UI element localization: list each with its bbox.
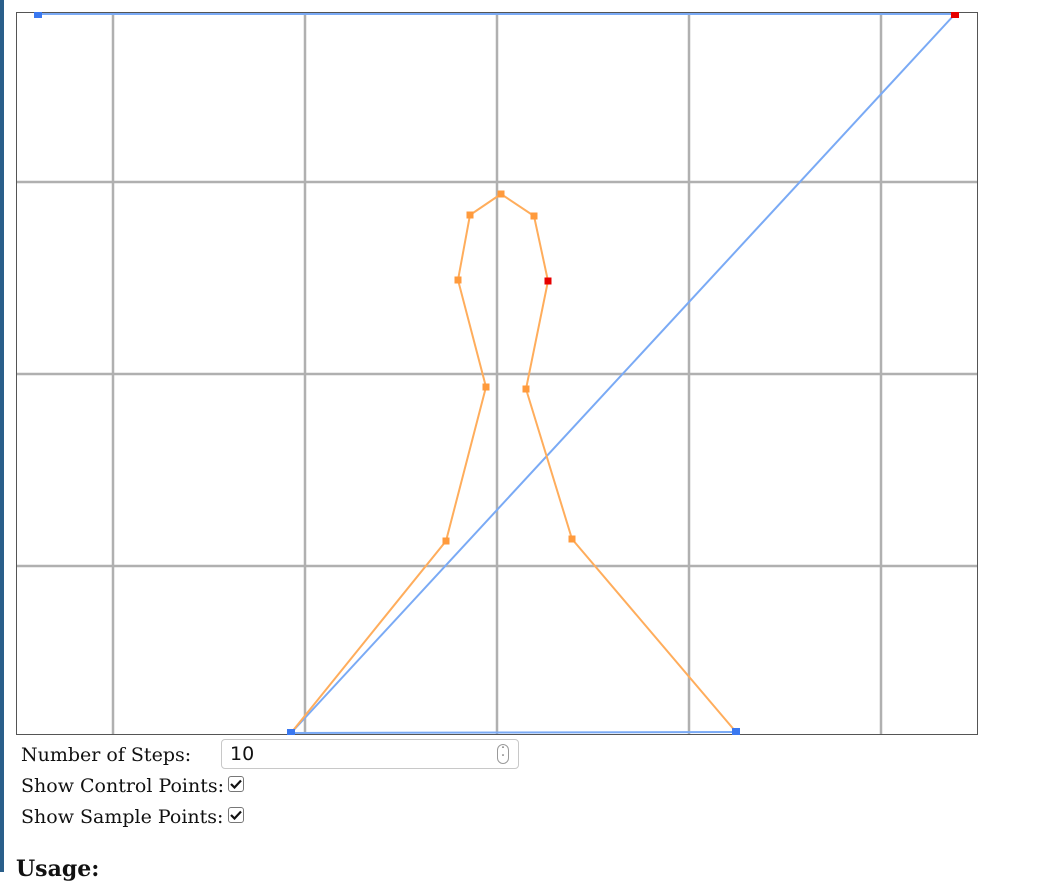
bezier-canvas[interactable] [16,12,978,735]
sample-point[interactable] [442,537,450,545]
selected-sample-point[interactable] [544,277,552,285]
steps-row: Number of Steps: 10 ˄ ˅ [21,739,621,770]
spinner-down-icon[interactable]: ˅ [501,754,505,762]
controls-panel: Number of Steps: 10 ˄ ˅ Show Control Poi… [21,739,621,832]
page-accent-bar [0,0,4,872]
show-sample-checkbox[interactable] [228,807,244,823]
checkmark-icon [230,779,242,789]
show-control-row: Show Control Points: [21,770,621,801]
checkmark-icon [230,810,242,820]
show-sample-row: Show Sample Points: [21,801,621,832]
sample-point[interactable] [530,212,538,220]
show-sample-label: Show Sample Points: [21,805,224,828]
selected-control-point[interactable] [951,12,959,18]
sample-point[interactable] [454,276,462,284]
control-point[interactable] [287,729,295,735]
spinner-up-icon[interactable]: ˄ [501,746,505,754]
show-control-checkbox[interactable] [228,776,244,792]
sample-point[interactable] [497,190,505,198]
control-segment [290,13,956,734]
sample-point[interactable] [482,383,490,391]
control-point[interactable] [732,728,740,735]
sample-point[interactable] [522,385,530,393]
sample-point[interactable] [568,535,576,543]
spinner-icon[interactable]: ˄ ˅ [497,744,509,764]
steps-label: Number of Steps: [21,743,192,766]
usage-heading: Usage: [16,856,100,882]
grid [17,13,977,734]
control-segment [290,731,737,734]
control-point[interactable] [34,12,42,18]
steps-input[interactable]: 10 ˄ ˅ [221,739,519,769]
show-control-label: Show Control Points: [21,774,225,797]
control-polygon [38,13,956,734]
points[interactable] [34,12,959,735]
bezier-svg[interactable] [16,12,978,735]
sample-point[interactable] [466,211,474,219]
steps-value: 10 [230,743,255,765]
